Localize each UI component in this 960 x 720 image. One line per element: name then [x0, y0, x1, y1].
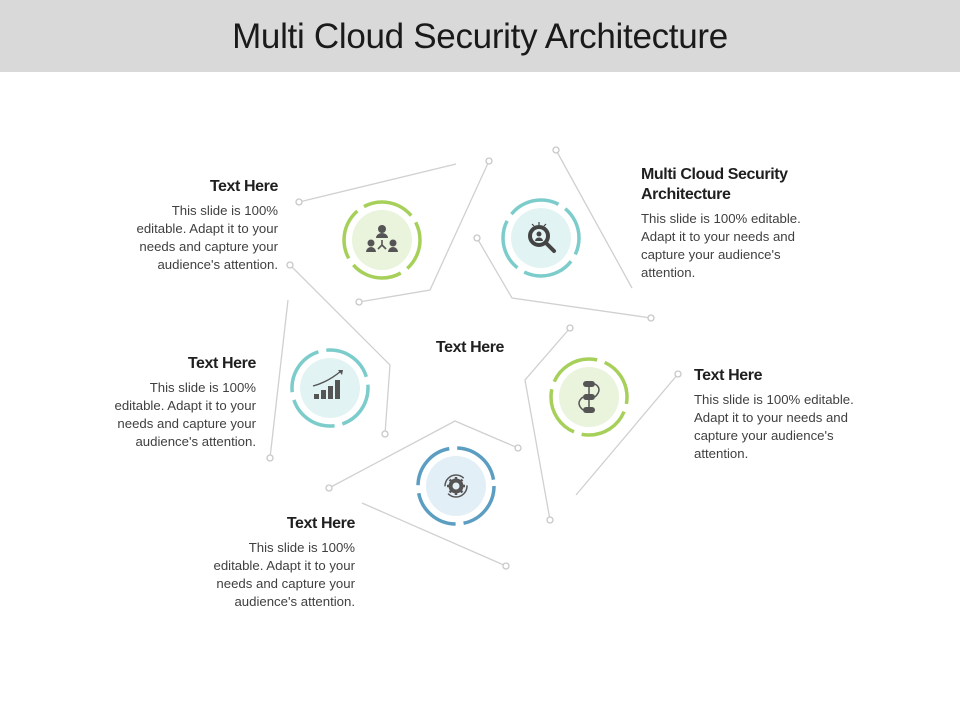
- text-block-5: Text Here This slide is 100% editable. A…: [212, 514, 356, 611]
- text-block-2-body: This slide is 100% editable. Adapt it to…: [641, 211, 801, 280]
- growth-chart-icon: [312, 370, 343, 399]
- text-block-4-heading: Text Here: [694, 367, 763, 384]
- text-block-5-heading: Text Here: [286, 515, 356, 532]
- text-block-3-heading: Text Here: [187, 355, 257, 372]
- text-block-5-body: This slide is 100% editable. Adapt it to…: [213, 540, 356, 609]
- text-block-4-body: This slide is 100% editable. Adapt it to…: [694, 392, 854, 461]
- slide-title: Multi Cloud Security Architecture: [232, 17, 728, 56]
- flow-process-icon: [578, 381, 600, 413]
- text-block-2-heading: Multi Cloud Security Architecture: [641, 166, 788, 203]
- text-block-3-body: This slide is 100% editable. Adapt it to…: [114, 380, 257, 449]
- text-block-1-heading: Text Here: [209, 178, 279, 195]
- center-label: Text Here: [435, 339, 505, 356]
- connector-lines: [269, 149, 679, 567]
- node-3-growth: [290, 348, 370, 428]
- node-5-gear: [416, 446, 496, 526]
- text-block-1: Text Here This slide is 100% editable. A…: [130, 177, 279, 274]
- text-block-2: Multi Cloud Security Architecture This s…: [641, 165, 841, 282]
- text-block-1-body: This slide is 100% editable. Adapt it to…: [136, 203, 279, 272]
- title-bar: [0, 0, 960, 72]
- connector-dots: [266, 146, 682, 570]
- node-4-flow: [549, 357, 629, 437]
- team-hierarchy-icon: [366, 225, 398, 252]
- text-block-4: Text Here This slide is 100% editable. A…: [694, 366, 860, 463]
- node-1-team: [342, 200, 422, 280]
- security-search-icon: [528, 222, 556, 253]
- node-2-security: [501, 198, 581, 278]
- text-block-3: Text Here This slide is 100% editable. A…: [110, 354, 257, 451]
- gear-refresh-icon: [444, 474, 468, 498]
